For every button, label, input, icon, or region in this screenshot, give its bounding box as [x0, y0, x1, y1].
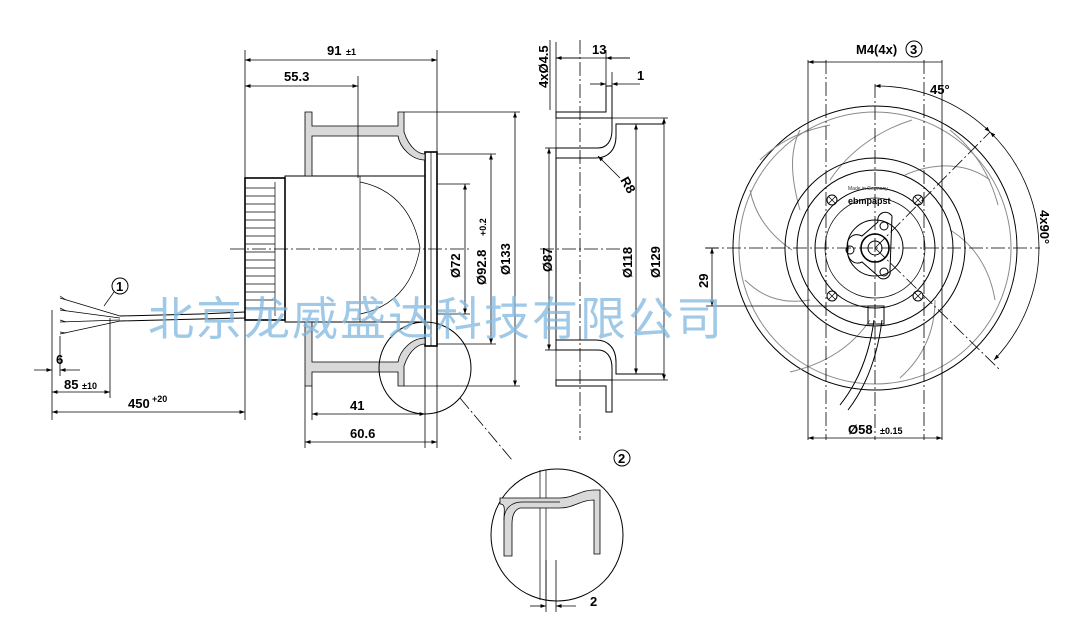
flange-profile-top [555, 85, 613, 119]
wire-ends [59, 295, 121, 335]
side-dimensions: 91 ±1 55.3 41 60.6 450 +20 85 ±10 6 Ø72 … [34, 43, 520, 448]
dim-41: 41 [350, 398, 364, 413]
flange-profile-bottom [555, 379, 613, 413]
dim-dia-92: Ø92.8 [474, 250, 489, 285]
dim-dia-58: Ø58 [848, 422, 873, 437]
dim-strip-length-tol: ±10 [82, 381, 97, 391]
dim-angle-4x90: 4x90° [1037, 210, 1052, 244]
dim-55: 55.3 [284, 69, 309, 84]
dim-cable-length-tol: +20 [152, 394, 167, 404]
dim-dia-133: Ø133 [498, 243, 513, 275]
inlet-ring-top [304, 111, 426, 177]
dim-detail-2: 2 [590, 594, 597, 609]
cable [119, 311, 246, 317]
cable-front [839, 319, 875, 406]
callout-1-circle [111, 277, 129, 295]
callout-1: 1 [116, 279, 123, 294]
dim-dia-72: Ø72 [448, 253, 463, 278]
callout-2-circle [613, 449, 631, 467]
callout-3: 3 [910, 42, 917, 57]
impeller-blades [744, 119, 999, 379]
flange-section-view: 13 1 4xØ4.5 R8 Ø87 Ø118 Ø129 [536, 40, 668, 440]
dim-flange-13: 13 [592, 42, 606, 57]
inlet-ring-bottom [304, 321, 426, 387]
dim-dia-87: Ø87 [540, 247, 555, 272]
callout-2: 2 [618, 451, 625, 466]
cable-gland [867, 305, 885, 325]
dim-overall-length: 91 [327, 43, 341, 58]
dim-dia-129: Ø129 [648, 246, 663, 278]
detail-view: 2 2 [490, 449, 631, 612]
hub-clamp [847, 211, 893, 280]
dim-wire-end: 6 [56, 352, 63, 367]
dim-offset-29: 29 [696, 274, 711, 288]
callout-3-circle [905, 40, 923, 58]
dim-dia-92-tol: +0.2 [478, 218, 488, 236]
detail-profile [499, 489, 601, 557]
dim-overall-length-tol: ±1 [346, 47, 356, 57]
side-view [59, 111, 513, 461]
motor-fins [245, 182, 276, 316]
dim-cable-length: 450 [128, 396, 150, 411]
label-made-in: Made in Germany [848, 186, 888, 192]
dim-strip-length: 85 [64, 377, 78, 392]
dim-angle-45: 45° [930, 82, 950, 97]
dim-dia-118: Ø118 [620, 247, 635, 278]
dim-flange-1: 1 [637, 68, 644, 83]
front-view: Made in Germany ebmpapst 45° 4x90° M4(4x… [696, 40, 1052, 440]
dim-hole-spec: 4xØ4.5 [536, 45, 551, 88]
dim-radius: R8 [617, 174, 638, 196]
dim-thread-spec: M4(4x) [856, 42, 897, 57]
dim-dia-58-tol: ±0.15 [880, 426, 902, 436]
watermark-text: 北京龙威盛达科技有限公司 [148, 292, 724, 346]
label-brand: ebmpapst [848, 196, 891, 206]
dim-60: 60.6 [350, 426, 375, 441]
detail-circle [490, 468, 624, 602]
